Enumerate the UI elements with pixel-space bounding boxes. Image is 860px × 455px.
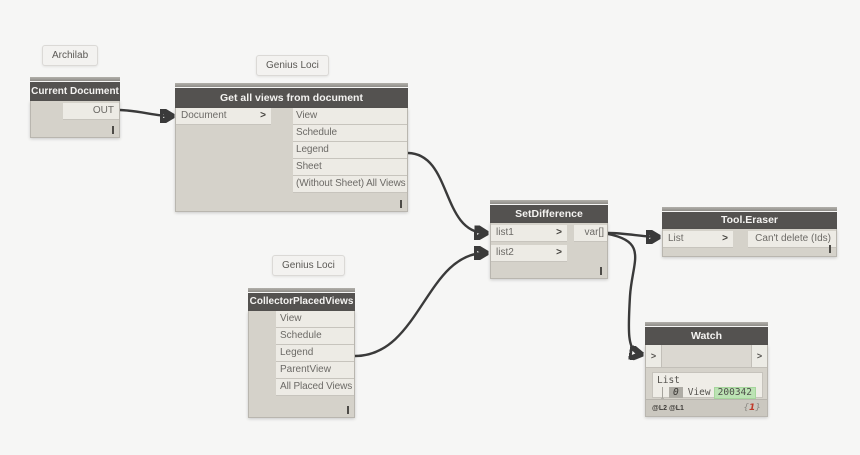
node-shadow <box>490 200 608 204</box>
node-watch[interactable]: Watch > > List 0 View 200342 @L2 @L1 {1} <box>645 322 768 417</box>
node-collector-placed-views[interactable]: CollectorPlacedViews View Schedule Legen… <box>248 288 355 418</box>
node-header[interactable]: Tool.Eraser <box>662 212 837 229</box>
item-value-badge: 200342 <box>713 387 756 399</box>
watch-root-label: List <box>657 375 680 386</box>
tree-line <box>662 387 663 399</box>
node-header[interactable]: SetDifference <box>490 205 608 223</box>
port-out-legend[interactable]: Legend <box>276 345 354 362</box>
wire-legend-to-list1[interactable] <box>407 151 485 233</box>
node-shadow <box>645 322 768 326</box>
count-brace-close: } <box>755 403 761 413</box>
port-in-list1[interactable]: list1 > <box>491 225 567 242</box>
group-label-genius-loci-top[interactable]: Genius Loci <box>256 55 329 76</box>
watch-value-panel[interactable]: List 0 View 200342 <box>652 372 763 401</box>
port-out-var[interactable]: var[] <box>574 225 607 242</box>
chevron-right-icon: > <box>556 227 562 238</box>
group-label-archilab[interactable]: Archilab <box>42 45 99 66</box>
preview-state-icon[interactable] <box>400 200 402 208</box>
node-shadow <box>662 207 837 211</box>
group-label-genius-loci-bottom[interactable]: Genius Loci <box>272 255 345 276</box>
list-count-label: {1} <box>743 403 761 413</box>
port-out-view[interactable]: View <box>276 311 354 328</box>
item-index-badge: 0 <box>669 387 683 398</box>
port-label: list1 <box>496 227 514 238</box>
port-out-cant-delete[interactable]: Can't delete (Ids) <box>748 231 836 248</box>
port-label: Document <box>181 110 227 121</box>
wire-currentdocument-to-document[interactable] <box>119 110 171 116</box>
watch-footer: @L2 @L1 {1} <box>646 399 767 416</box>
watch-port-row: > > <box>646 345 767 368</box>
port-out-view[interactable]: View <box>293 108 407 125</box>
chevron-right-icon: > <box>556 247 562 258</box>
wire-legend-to-list2[interactable] <box>354 253 485 358</box>
wire-var-to-watch[interactable] <box>607 232 640 354</box>
node-current-document[interactable]: Current Document OUT <box>30 77 120 138</box>
count-number: 1 <box>749 403 756 413</box>
wire-var-to-list[interactable] <box>607 233 657 237</box>
port-out-schedule[interactable]: Schedule <box>276 328 354 345</box>
node-header[interactable]: CollectorPlacedViews <box>248 293 355 311</box>
node-set-difference[interactable]: SetDifference list1 > list2 > var[] <box>490 200 608 279</box>
port-out-watch[interactable]: > <box>751 345 767 367</box>
node-get-all-views[interactable]: Get all views from document Document > V… <box>175 83 408 212</box>
node-tool-eraser[interactable]: Tool.Eraser List > Can't delete (Ids) <box>662 207 837 257</box>
node-shadow <box>30 77 120 81</box>
port-out-label: OUT <box>92 105 114 116</box>
port-label: List <box>668 233 684 244</box>
port-out[interactable]: OUT <box>63 103 119 120</box>
chevron-right-icon: > <box>722 233 728 244</box>
count-brace-open: { <box>743 403 749 413</box>
node-header[interactable]: Watch <box>645 327 768 345</box>
watch-item-row[interactable]: 0 View 200342 <box>657 387 758 399</box>
port-label: list2 <box>496 247 514 258</box>
item-type-label: View <box>687 387 711 398</box>
preview-state-icon[interactable] <box>600 267 602 275</box>
port-out-legend[interactable]: Legend <box>293 142 407 159</box>
preview-state-icon[interactable] <box>829 245 831 253</box>
node-header[interactable]: Current Document <box>30 82 120 101</box>
preview-state-icon[interactable] <box>347 406 349 414</box>
node-header[interactable]: Get all views from document <box>175 88 408 108</box>
chevron-right-icon: > <box>260 110 266 121</box>
port-in-list2[interactable]: list2 > <box>491 245 567 262</box>
port-out-all-placed-views[interactable]: All Placed Views <box>276 379 354 396</box>
port-out-parentview[interactable]: ParentView <box>276 362 354 379</box>
preview-state-icon[interactable] <box>112 126 114 134</box>
port-in-document[interactable]: Document > <box>176 108 271 125</box>
port-out-sheet[interactable]: Sheet <box>293 159 407 176</box>
port-in-list[interactable]: List > <box>663 231 733 248</box>
port-out-schedule[interactable]: Schedule <box>293 125 407 142</box>
node-shadow <box>175 83 408 87</box>
port-out-without-sheet-all-views[interactable]: (Without Sheet) All Views <box>293 176 407 193</box>
port-in-watch[interactable]: > <box>646 345 662 367</box>
lacing-levels-label: @L2 @L1 <box>652 404 684 412</box>
node-shadow <box>248 288 355 292</box>
